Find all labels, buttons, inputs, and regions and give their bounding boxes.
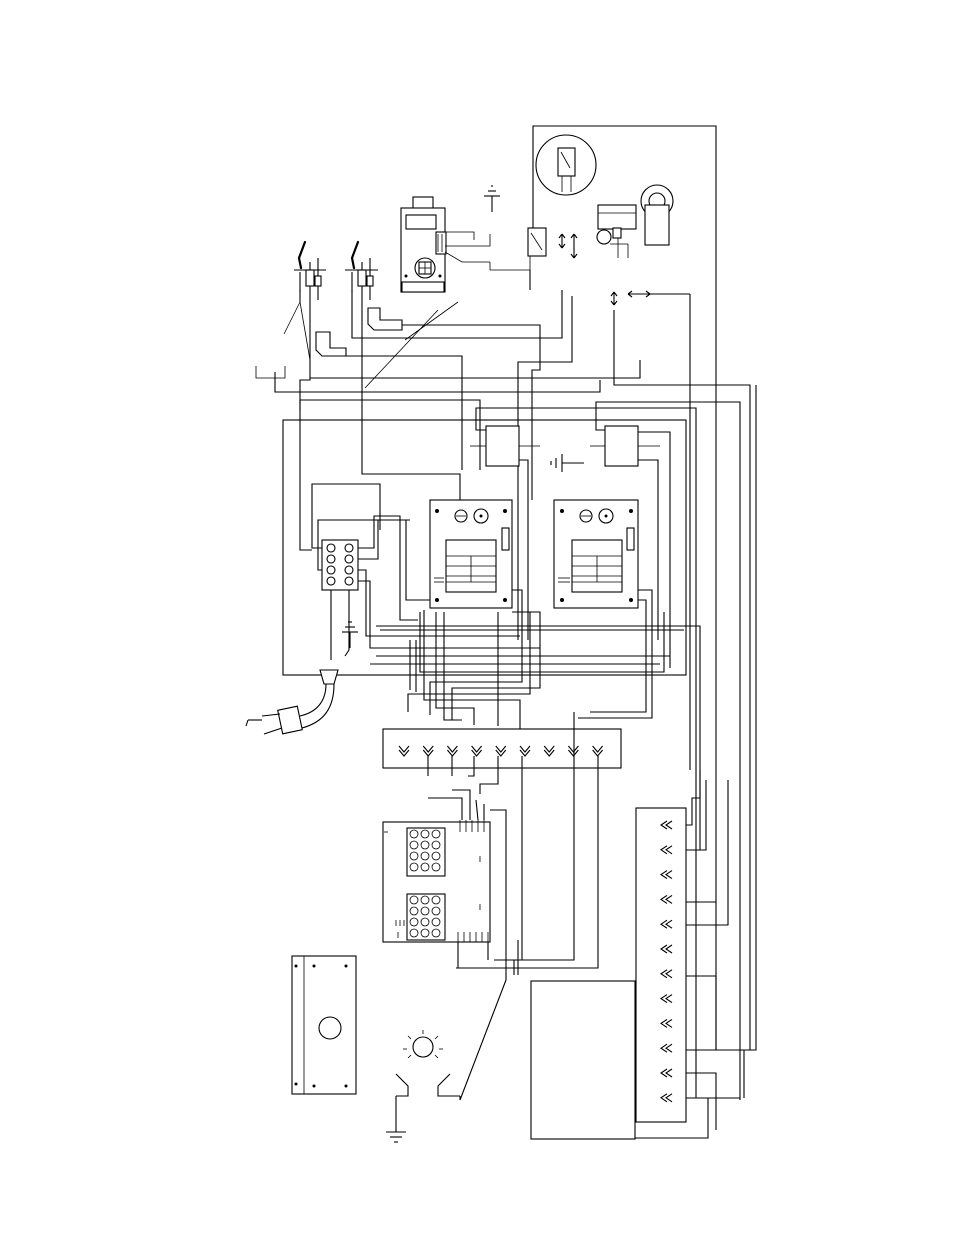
- pilot-leaders: [256, 302, 458, 388]
- pilot-burner-icon: [345, 242, 378, 302]
- ignition-module-1: [430, 500, 512, 608]
- terminal-strip-a: [383, 729, 621, 768]
- ground-icon: [484, 186, 500, 212]
- wire-bundle-lower: [458, 940, 522, 1100]
- blower-motor-icon: [597, 185, 673, 258]
- lamp-icon: [396, 1030, 460, 1132]
- gas-valve-icon: [401, 197, 530, 292]
- terminal-strip-b: [636, 808, 686, 1122]
- ground-icon: [342, 622, 358, 648]
- ground-icon: [386, 1132, 406, 1142]
- ground-icon: [551, 454, 584, 472]
- pilot-burner-icon: [294, 242, 326, 302]
- ignition-module-2: [554, 500, 638, 608]
- switch-plate: [292, 956, 356, 1094]
- plug-icon: [246, 670, 338, 734]
